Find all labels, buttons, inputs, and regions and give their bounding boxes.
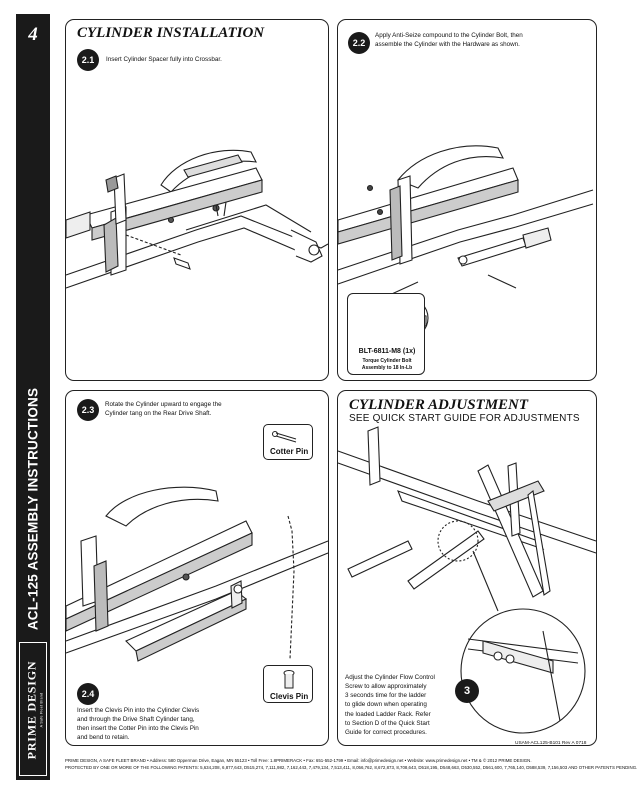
- step-3-text-line-4: to glide down when operating: [345, 701, 427, 709]
- step-badge-2-2: 2.2: [348, 32, 370, 54]
- step-2-2-text-line-1: Apply Anti-Seize compound to the Cylinde…: [375, 32, 523, 39]
- logo-wordmark: PRIME DESIGN: [24, 660, 39, 760]
- sidebar: 4 ACL-125 ASSEMBLY INSTRUCTIONS PRIME DE…: [16, 14, 50, 780]
- clevis-pin-label: Clevis Pin: [270, 692, 309, 701]
- section-subtitle-quick-start: SEE QUICK START GUIDE FOR ADJUSTMENTS: [349, 413, 580, 424]
- step-3-text-line-5: the loaded Ladder Rack. Refer: [345, 710, 431, 718]
- step-2-1-text: Insert Cylinder Spacer fully into Crossb…: [106, 56, 222, 63]
- step-badge-2-3: 2.3: [77, 399, 99, 421]
- step-3-text-line-6: to Section D of the Quick Start: [345, 719, 430, 727]
- step-2-4-text-line-3: then insert the Cotter Pin into the Clev…: [77, 725, 199, 733]
- step-badge-2-1: 2.1: [77, 49, 99, 71]
- cotter-pin-callout: Cotter Pin: [263, 424, 313, 460]
- clevis-pin-assembly-illustration: [65, 486, 329, 662]
- part-callout-blt-6811-m8: BLT-6811-M8 (1x) Torque Cylinder Bolt As…: [347, 293, 425, 375]
- clevis-pin-icon: [283, 670, 295, 689]
- step-3-text-line-7: Guide for correct procedures.: [345, 728, 427, 736]
- part-desc-line-2: Assembly to 18 In-Lb: [361, 364, 413, 371]
- step-3-text-line-2: Screw to allow approximately: [345, 683, 427, 691]
- panel-step-3: CYLINDER ADJUSTMENT SEE QUICK START GUID…: [337, 390, 597, 746]
- section-title-cylinder-adjustment: CYLINDER ADJUSTMENT: [349, 397, 529, 413]
- cotter-pin-icon: [272, 431, 297, 443]
- cylinder-spacer-illustration: [65, 149, 329, 289]
- panel-step-2-2: 2.2 Apply Anti-Seize compound to the Cyl…: [337, 19, 597, 381]
- step-3-text-line-3: 3 seconds time for the ladder: [345, 692, 427, 700]
- cotter-pin-label: Cotter Pin: [270, 447, 309, 456]
- document-title: ACL-125 ASSEMBLY INSTRUCTIONS: [25, 387, 41, 631]
- footer-patents-line: PROTECTED BY ONE OR MORE OF THE FOLLOWIN…: [65, 764, 637, 770]
- logo-tagline: A Safe Fleet Brand: [39, 692, 44, 728]
- step-2-2-text-line-2: assemble the Cylinder with the Hardware …: [375, 41, 520, 49]
- step-badge-2-4: 2.4: [77, 683, 99, 705]
- step-2-4-text-line-1: Insert the Clevis Pin into the Cylinder …: [77, 707, 200, 714]
- step-2-3-text-line-2: Cylinder tang on the Rear Drive Shaft.: [105, 410, 212, 418]
- part-desc-line-1: Torque Cylinder Bolt: [362, 358, 412, 364]
- part-number: BLT-6811-M8 (1x): [358, 348, 416, 355]
- footer: PRIME DESIGN, A SAFE FLEET BRAND • Addre…: [65, 758, 637, 771]
- section-title-cylinder-installation: CYLINDER INSTALLATION: [77, 25, 265, 41]
- panel-step-2-1: CYLINDER INSTALLATION 2.1 Insert Cylinde…: [65, 19, 329, 381]
- panel-step-2-3-2-4: 2.3 Rotate the Cylinder upward to engage…: [65, 390, 329, 746]
- flow-control-adjustment-illustration: [337, 426, 597, 734]
- step-2-4-text-line-2: and through the Drive Shaft Cylinder tan…: [77, 716, 195, 724]
- step-3-text-line-1: Adjust the Cylinder Flow Control: [345, 674, 435, 681]
- step-2-4-text-line-4: and bend to retain.: [77, 734, 130, 742]
- page-number: 4: [28, 24, 38, 45]
- step-badge-3: 3: [455, 679, 479, 703]
- step-2-3-text-line-1: Rotate the Cylinder upward to engage the: [105, 401, 222, 408]
- footer-contact-line: PRIME DESIGN, A SAFE FLEET BRAND • Addre…: [65, 758, 532, 763]
- clevis-pin-callout: Clevis Pin: [263, 665, 313, 703]
- logo-text: PRIME DESIGN A Safe Fleet Brand: [25, 661, 44, 760]
- brand-logo: PRIME DESIGN A Safe Fleet Brand: [19, 642, 47, 776]
- document-code: USAM-ACL125-B101 Rev A 0718: [515, 741, 587, 746]
